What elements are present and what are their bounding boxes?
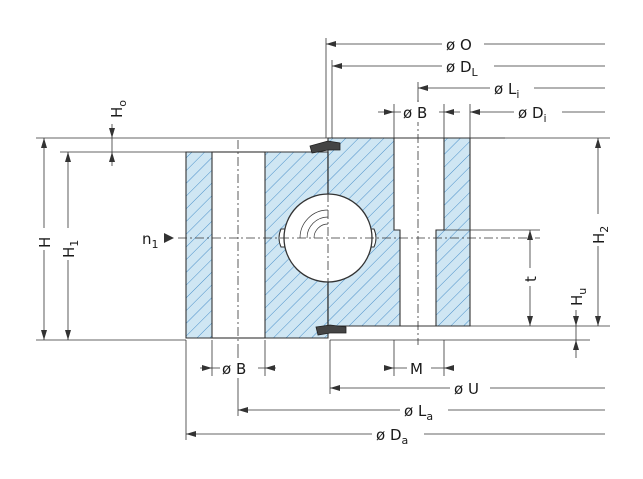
svg-text:ø Da: ø Da (376, 426, 408, 447)
outer-ring-bolt-hole (211, 151, 266, 339)
label-Hu: H (568, 295, 586, 306)
label-La-sub: a (426, 410, 433, 423)
dim-Da: ø Da (186, 424, 605, 447)
extension-lines (36, 38, 610, 440)
label-La: ø L (404, 402, 427, 420)
dim-B-top: ø B (378, 102, 460, 122)
dim-U: ø U (330, 378, 605, 398)
lubrication-arrow-icon (164, 233, 174, 243)
lubrication-marker-n1: n1 (142, 230, 174, 251)
label-Li: ø L (494, 80, 517, 98)
label-DL-sub: L (472, 66, 479, 79)
dim-B-bottom: ø B (200, 358, 276, 378)
label-U: ø U (454, 380, 479, 398)
svg-text:ø Di: ø Di (518, 104, 547, 125)
dim-t: t (520, 230, 540, 326)
center-lines (178, 100, 540, 350)
dim-DL: ø DL (332, 56, 605, 79)
label-H1-sub: 1 (68, 240, 81, 247)
dim-Li: ø Li (418, 78, 605, 101)
label-H1: H (60, 247, 78, 258)
inner-ring-tapped-hole (393, 137, 445, 327)
label-n1: n (142, 230, 152, 248)
label-Di: ø D (518, 104, 544, 122)
dim-Ho: Ho (108, 100, 129, 166)
dim-M: M (384, 358, 454, 378)
dim-O: ø O (326, 34, 605, 54)
label-M: M (410, 360, 423, 378)
svg-text:H1: H1 (60, 240, 81, 258)
dim-H: H (34, 138, 54, 340)
seal-bottom (315, 324, 347, 336)
label-Da-sub: a (402, 434, 409, 447)
dim-Di: ø Di (470, 102, 605, 125)
outer-ring-section (185, 151, 329, 339)
label-Ho: H (108, 107, 126, 118)
inner-ring-section (327, 137, 471, 327)
label-Da: ø D (376, 426, 402, 444)
svg-text:ø DL: ø DL (446, 58, 479, 79)
dim-Hu: Hu (566, 280, 589, 358)
seal-top (309, 140, 341, 154)
label-Di-sub: i (544, 112, 547, 125)
label-n1-sub: 1 (152, 238, 159, 251)
svg-text:ø La: ø La (404, 402, 433, 423)
label-H2: H (590, 233, 608, 244)
label-H: H (36, 237, 54, 248)
svg-text:Ho: Ho (108, 100, 129, 118)
label-O: ø O (446, 36, 472, 54)
label-B-bottom: ø B (222, 360, 246, 378)
dim-H2: H2 (588, 138, 611, 326)
svg-text:H2: H2 (590, 226, 611, 244)
label-Li-sub: i (516, 88, 519, 101)
svg-text:Hu: Hu (568, 288, 589, 306)
dim-La: ø La (238, 400, 605, 423)
svg-text:n1: n1 (142, 230, 159, 251)
label-H2-sub: 2 (598, 226, 611, 233)
label-Ho-sub: o (116, 100, 129, 107)
label-B-top: ø B (403, 104, 427, 122)
dim-H1: H1 (58, 152, 81, 340)
label-DL: ø D (446, 58, 472, 76)
svg-text:ø Li: ø Li (494, 80, 519, 101)
label-Hu-sub: u (576, 288, 589, 295)
label-t: t (522, 276, 540, 282)
